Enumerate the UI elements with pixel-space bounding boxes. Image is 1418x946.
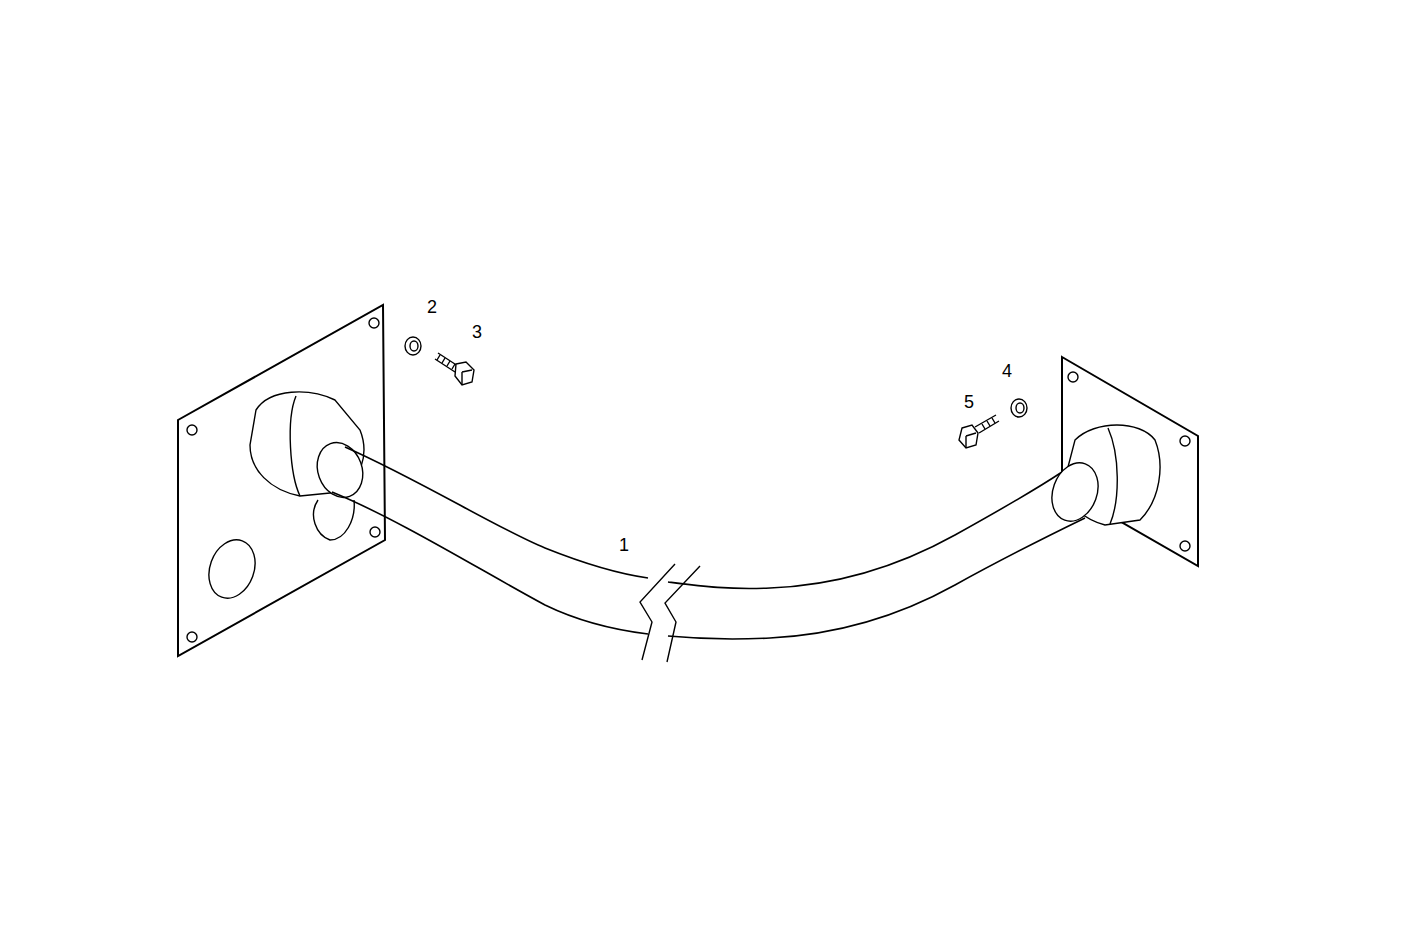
callout-number: 1 — [619, 536, 629, 554]
callout-number: 5 — [964, 393, 974, 411]
callout-number: 2 — [427, 298, 437, 316]
callout-number: 4 — [1002, 362, 1012, 380]
callout-number: 3 — [472, 323, 482, 341]
